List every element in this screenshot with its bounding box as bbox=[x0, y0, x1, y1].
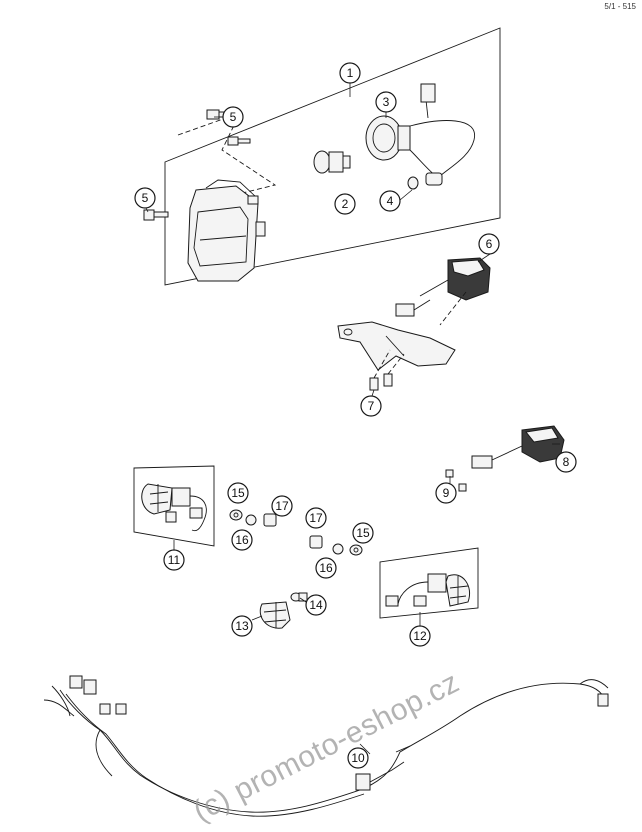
callout-13: 13 bbox=[231, 615, 253, 637]
svg-text:16: 16 bbox=[319, 561, 333, 575]
callout-17-left: 17 bbox=[271, 495, 293, 517]
callout-15-right: 15 bbox=[352, 522, 374, 544]
bulb-socket-with-cable bbox=[365, 83, 475, 177]
headlight-assembly-group bbox=[143, 27, 501, 286]
callout-1: 1 bbox=[339, 62, 361, 84]
callout-11: 11 bbox=[163, 549, 185, 571]
svg-text:17: 17 bbox=[309, 511, 323, 525]
svg-text:1: 1 bbox=[347, 66, 354, 80]
turn-signal-lens bbox=[259, 601, 291, 629]
callout-4: 4 bbox=[379, 190, 401, 212]
svg-text:7: 7 bbox=[368, 399, 375, 413]
bracket-screws bbox=[369, 349, 405, 391]
callout-9: 9 bbox=[435, 482, 457, 504]
callout-17-right: 17 bbox=[305, 507, 327, 529]
svg-text:5: 5 bbox=[142, 191, 149, 205]
svg-text:5: 5 bbox=[230, 110, 237, 124]
callout-16-right: 16 bbox=[315, 557, 337, 579]
callout-10: 10 bbox=[347, 747, 369, 769]
bolt-guide-dashed bbox=[177, 112, 277, 200]
svg-text:16: 16 bbox=[235, 533, 249, 547]
assembly-frame-12 bbox=[379, 547, 479, 619]
svg-text:13: 13 bbox=[235, 619, 249, 633]
headlight-bulb bbox=[313, 150, 351, 174]
callout-5-top: 5 bbox=[222, 106, 244, 128]
callout-3: 3 bbox=[375, 91, 397, 113]
parking-bulb-and-holder bbox=[407, 172, 443, 190]
assembly-frame-11 bbox=[133, 465, 215, 547]
callout-14: 14 bbox=[305, 594, 327, 616]
tail-light-bracket bbox=[337, 321, 456, 371]
headlight-housing bbox=[187, 179, 266, 282]
callout-7: 7 bbox=[360, 395, 382, 417]
callout-16-left: 16 bbox=[231, 529, 253, 551]
svg-text:11: 11 bbox=[168, 553, 181, 567]
watermark: (c) promoto-eshop.cz bbox=[188, 666, 464, 829]
svg-text:2: 2 bbox=[342, 197, 349, 211]
tail-light-assembly bbox=[395, 257, 491, 326]
svg-text:17: 17 bbox=[275, 499, 289, 513]
svg-text:4: 4 bbox=[387, 194, 394, 208]
wiring-harness bbox=[43, 675, 609, 817]
assembly-frame-1 bbox=[164, 27, 501, 286]
callout-6: 6 bbox=[478, 233, 500, 255]
svg-text:15: 15 bbox=[356, 526, 370, 540]
svg-text:10: 10 bbox=[351, 751, 365, 765]
license-plate-light bbox=[471, 425, 565, 469]
headlight-bolt-left bbox=[143, 209, 169, 221]
page-reference: 5/1 - 515 bbox=[604, 2, 636, 11]
svg-text:14: 14 bbox=[309, 598, 323, 612]
turn-signal-left-group bbox=[133, 465, 215, 547]
svg-text:12: 12 bbox=[413, 629, 427, 643]
callout-12: 12 bbox=[409, 625, 431, 647]
svg-text:3: 3 bbox=[383, 95, 390, 109]
svg-text:8: 8 bbox=[563, 455, 570, 469]
callout-5-left: 5 bbox=[134, 187, 156, 209]
svg-text:6: 6 bbox=[486, 237, 493, 251]
headlight-bolt-mid bbox=[227, 136, 251, 146]
callout-2: 2 bbox=[334, 193, 356, 215]
svg-text:15: 15 bbox=[231, 486, 245, 500]
washers-and-nuts-left bbox=[229, 509, 277, 527]
leader-lines bbox=[145, 83, 560, 755]
turn-signal-bulb bbox=[290, 592, 308, 602]
license-light-screws bbox=[445, 469, 467, 492]
washers-and-nuts-right bbox=[309, 535, 363, 556]
callout-8: 8 bbox=[555, 451, 577, 473]
turn-signal-right-group bbox=[379, 547, 479, 619]
svg-text:9: 9 bbox=[443, 486, 450, 500]
callout-15-left: 15 bbox=[227, 482, 249, 504]
